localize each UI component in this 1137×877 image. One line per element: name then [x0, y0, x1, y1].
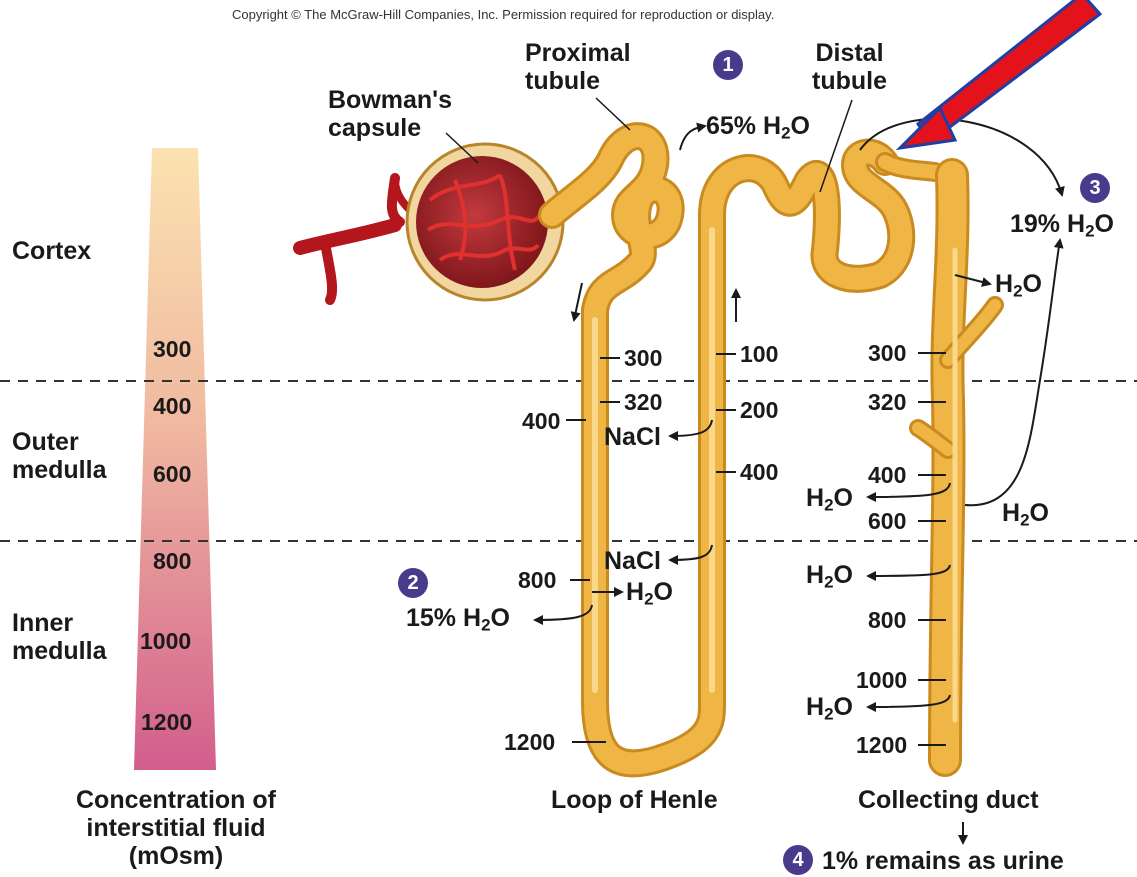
- cortex-label: Cortex: [12, 237, 91, 265]
- loop-asc-100: 100: [740, 341, 778, 367]
- loop-desc-320: 320: [624, 389, 662, 415]
- sub-2: 2: [1085, 221, 1094, 240]
- inner-line-1: Inner: [12, 609, 106, 637]
- step4-urine-label: 1% remains as urine: [822, 847, 1064, 875]
- loop-asc-200: 200: [740, 397, 778, 423]
- step-2-badge: 2: [398, 568, 428, 598]
- caption-line-3: (mOsm): [46, 842, 306, 870]
- afferent-arteriole: [300, 225, 395, 248]
- outer-medulla-label: Outer medulla: [12, 428, 106, 484]
- nacl-label-upper: NaCl: [604, 423, 661, 451]
- proximal-leader: [596, 98, 630, 130]
- sub-2: 2: [824, 572, 833, 591]
- step-4-badge: 4: [783, 845, 813, 875]
- step1-water-arrow: [680, 126, 705, 150]
- descending-flow-arrow: [574, 283, 582, 320]
- scale-300: 300: [153, 336, 191, 362]
- sub-2: 2: [824, 704, 833, 723]
- loop-of-henle-label: Loop of Henle: [551, 786, 718, 814]
- step2-pct: 15%: [406, 604, 456, 632]
- duct-1200: 1200: [856, 732, 907, 758]
- o-symbol: O: [491, 604, 510, 632]
- o-symbol: O: [654, 578, 673, 606]
- h-symbol: H: [463, 604, 481, 632]
- step3-water-label: 19% H2O: [1010, 210, 1114, 245]
- loop-water-label: H2O: [626, 578, 673, 613]
- sub-2: 2: [824, 495, 833, 514]
- o-symbol: O: [791, 112, 810, 140]
- scale-600: 600: [153, 461, 191, 487]
- o-symbol: O: [834, 484, 853, 512]
- step-3-badge: 3: [1080, 173, 1110, 203]
- inner-medulla-label: Inner medulla: [12, 609, 106, 665]
- o-symbol: O: [1095, 210, 1114, 238]
- distal-line-2: tubule: [812, 67, 887, 95]
- bowmans-line-1: Bowman's: [328, 86, 452, 114]
- interstitial-gradient-bar: [134, 148, 216, 770]
- loop-desc-800: 800: [518, 567, 556, 593]
- o-symbol: O: [1023, 270, 1042, 298]
- bowmans-capsule-label: Bowman's capsule: [328, 86, 452, 142]
- h-symbol: H: [806, 693, 824, 721]
- proximal-line-2: tubule: [525, 67, 631, 95]
- caption-line-1: Concentration of: [46, 786, 306, 814]
- h-symbol: H: [1002, 499, 1020, 527]
- o-symbol: O: [1030, 499, 1049, 527]
- scale-1200: 1200: [141, 709, 192, 735]
- sub-2: 2: [481, 615, 490, 634]
- sub-2: 2: [1020, 510, 1029, 529]
- collecting-duct-label: Collecting duct: [858, 786, 1039, 814]
- loop-asc-400: 400: [740, 459, 778, 485]
- h-symbol: H: [626, 578, 644, 606]
- duct-water-label-4: H2O: [806, 693, 853, 728]
- copyright-notice: Copyright © The McGraw-Hill Companies, I…: [232, 7, 774, 22]
- duct-1000: 1000: [856, 667, 907, 693]
- red-annotation-arrow: [900, 0, 1100, 148]
- loop-desc-1200: 1200: [504, 729, 555, 755]
- step-1-badge: 1: [713, 50, 743, 80]
- scale-800: 800: [153, 548, 191, 574]
- bowmans-line-2: capsule: [328, 114, 452, 142]
- step1-water-label: 65% H2O: [706, 112, 810, 147]
- duct-water-label-1: H2O: [806, 484, 853, 519]
- gradient-caption: Concentration of interstitial fluid (mOs…: [46, 786, 306, 870]
- loop-desc-400: 400: [522, 408, 560, 434]
- o-symbol: O: [834, 693, 853, 721]
- nacl-label-lower: NaCl: [604, 547, 661, 575]
- h-symbol: H: [763, 112, 781, 140]
- distal-tubule-label: Distal tubule: [812, 39, 887, 95]
- h-symbol: H: [806, 561, 824, 589]
- inner-line-2: medulla: [12, 637, 106, 665]
- h-symbol: H: [995, 270, 1013, 298]
- outer-line-1: Outer: [12, 428, 106, 456]
- duct-water-label-2: H2O: [1002, 499, 1049, 534]
- cortex-water-label: H2O: [995, 270, 1042, 305]
- scale-1000: 1000: [140, 628, 191, 654]
- duct-800: 800: [868, 607, 906, 633]
- o-symbol: O: [834, 561, 853, 589]
- caption-line-2: interstitial fluid: [46, 814, 306, 842]
- distal-line-1: Distal: [812, 39, 887, 67]
- duct-water-label-3: H2O: [806, 561, 853, 596]
- arteriole-branch: [325, 243, 332, 300]
- loop-desc-300: 300: [624, 345, 662, 371]
- duct-400: 400: [868, 462, 906, 488]
- duct-300: 300: [868, 340, 906, 366]
- sub-2: 2: [781, 123, 790, 142]
- outer-line-2: medulla: [12, 456, 106, 484]
- step1-pct: 65%: [706, 112, 756, 140]
- sub-2: 2: [644, 589, 653, 608]
- proximal-tubule-label: Proximal tubule: [525, 39, 631, 95]
- h-symbol: H: [1067, 210, 1085, 238]
- duct-600: 600: [868, 508, 906, 534]
- sub-2: 2: [1013, 281, 1022, 300]
- proximal-line-1: Proximal: [525, 39, 631, 67]
- duct-320: 320: [868, 389, 906, 415]
- scale-400: 400: [153, 393, 191, 419]
- h-symbol: H: [806, 484, 824, 512]
- step3-pct: 19%: [1010, 210, 1060, 238]
- step2-water-label: 15% H2O: [406, 604, 510, 639]
